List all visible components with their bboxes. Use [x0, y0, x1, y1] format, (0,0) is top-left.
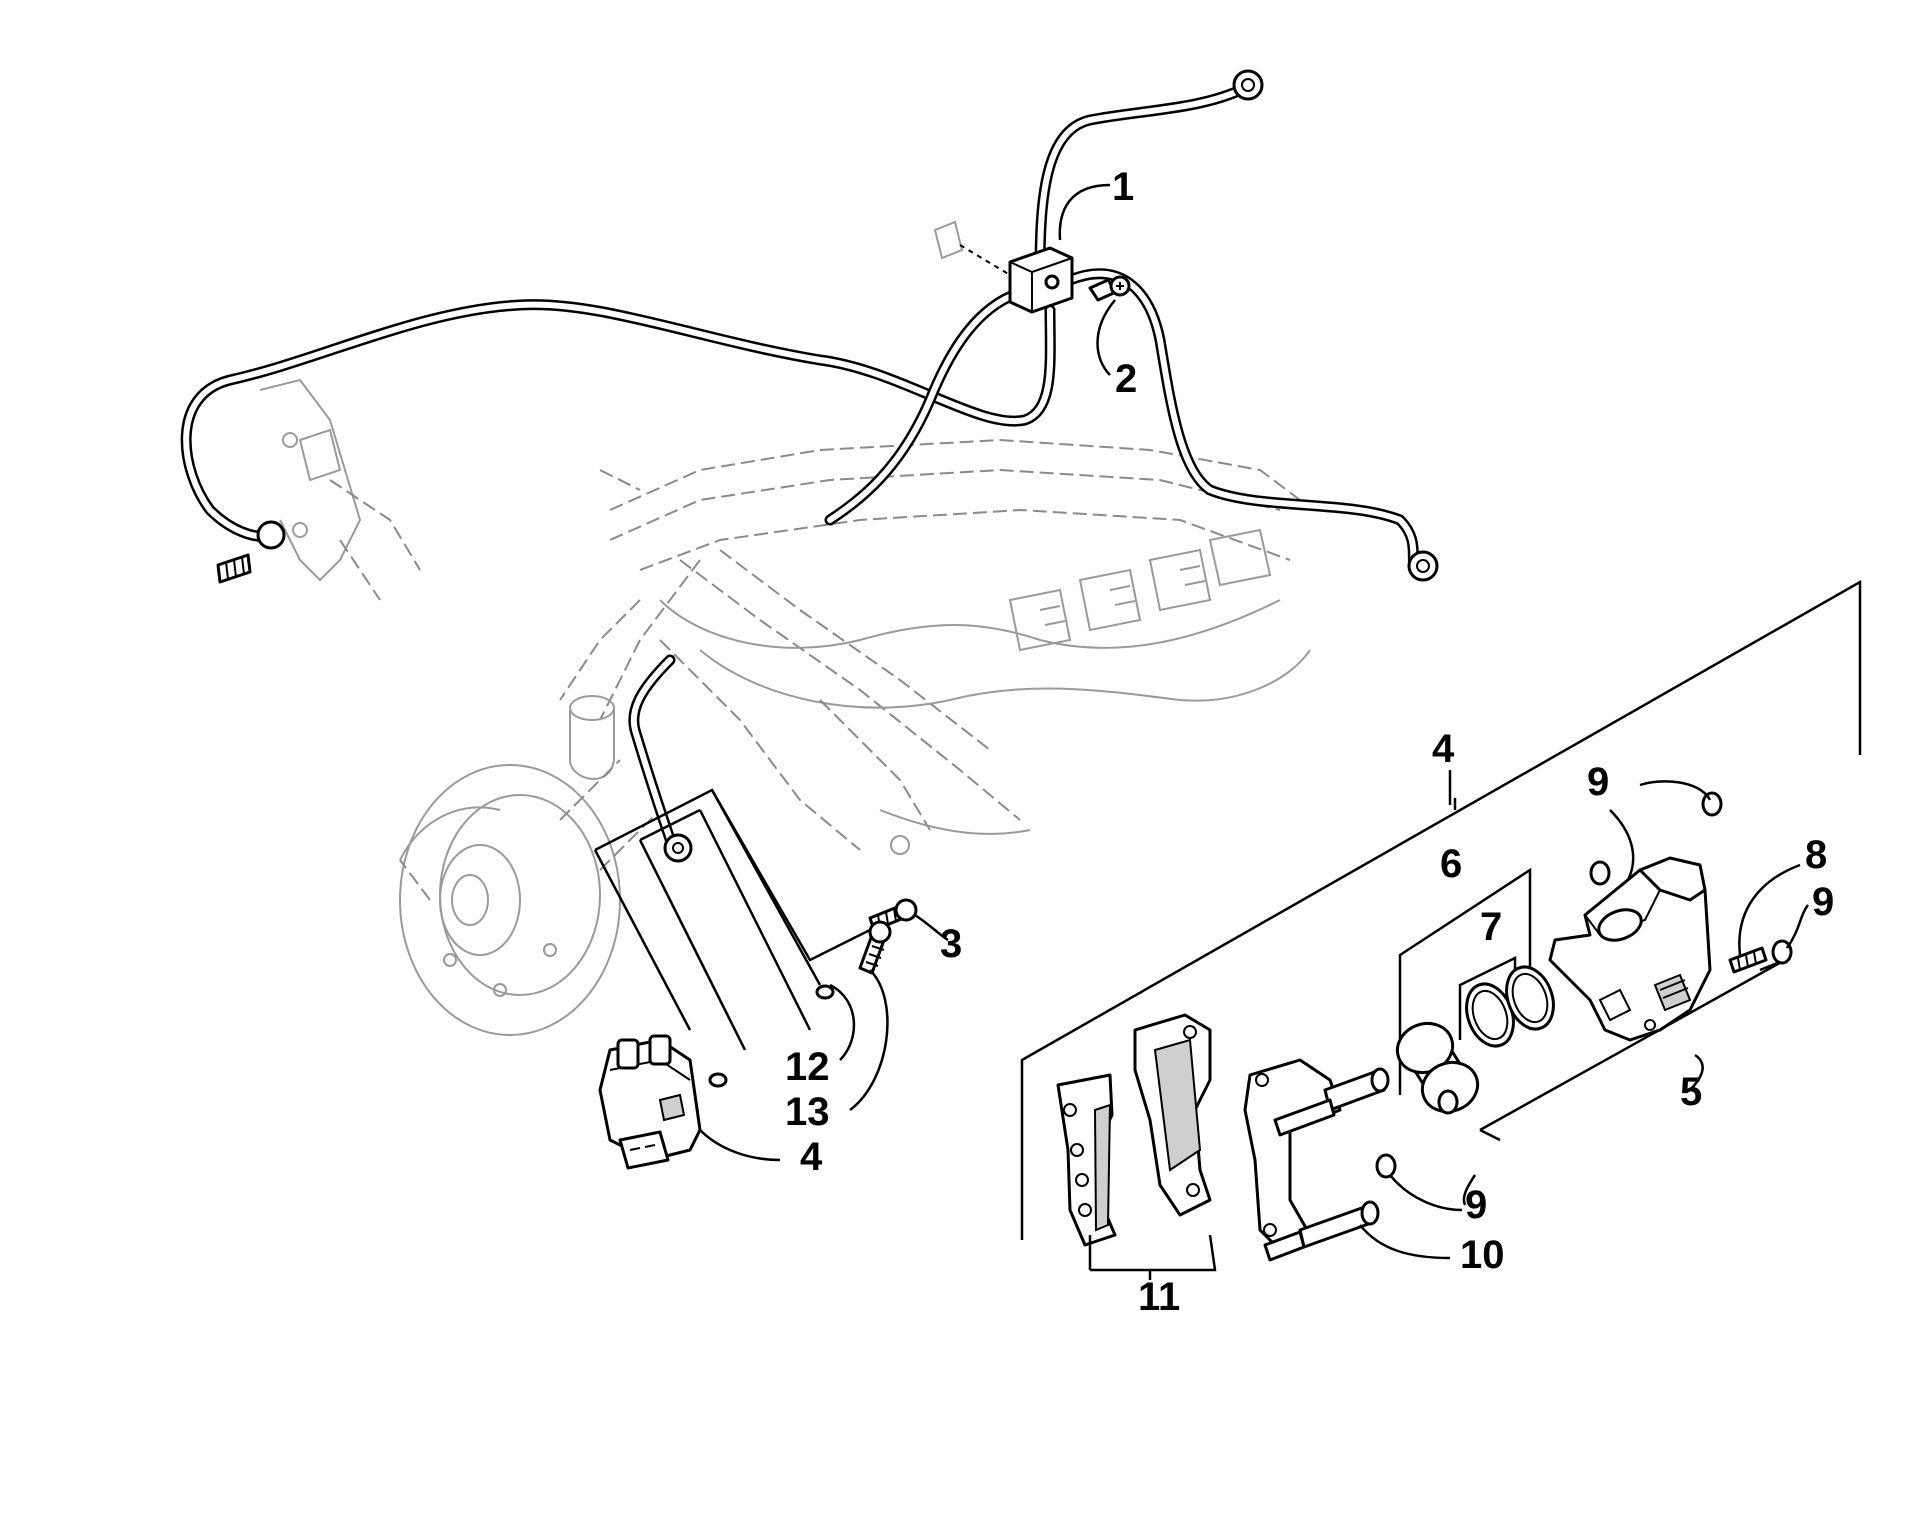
caliper-mounted[interactable] — [598, 1034, 702, 1170]
chassis-ghost — [559, 438, 1311, 855]
caliper-body-item-5[interactable] — [1548, 856, 1712, 1042]
washer-item-12[interactable] — [708, 984, 835, 1088]
bleeder-item-8[interactable] — [1728, 946, 1768, 974]
callout-9-bottom[interactable]: 9 — [1465, 1183, 1487, 1227]
exploded-caliper-group — [1020, 579, 1862, 1240]
brake-hose-assembly[interactable] — [180, 69, 1439, 863]
callout-9-right[interactable]: 9 — [1812, 880, 1834, 924]
callouts: 1 2 3 4 4 5 6 7 8 9 9 9 10 11 12 13 — [785, 165, 1834, 1319]
callout-8[interactable]: 8 — [1805, 833, 1827, 877]
wheel-hub-ghost — [399, 695, 661, 1036]
master-banjo-bolt[interactable] — [216, 553, 252, 584]
callout-1[interactable]: 1 — [1112, 165, 1134, 209]
callout-4-mounted[interactable]: 4 — [800, 1135, 823, 1179]
caliper-bracket[interactable] — [1243, 1058, 1390, 1262]
callout-7[interactable]: 7 — [1480, 905, 1502, 949]
callout-3[interactable]: 3 — [940, 922, 962, 966]
callout-4-exploded[interactable]: 4 — [1432, 727, 1455, 771]
callout-12[interactable]: 12 — [785, 1045, 830, 1089]
master-cylinder-ghost — [259, 378, 421, 601]
mount-bracket-lines — [593, 788, 871, 1051]
hose-clamp[interactable] — [933, 220, 1074, 314]
o-rings-item-9[interactable] — [1375, 791, 1793, 1179]
leader-lines — [699, 183, 1810, 1260]
callout-10[interactable]: 10 — [1460, 1233, 1505, 1277]
callout-11[interactable]: 11 — [1138, 1275, 1180, 1319]
seals-item-7[interactable] — [1458, 960, 1561, 1052]
piston-item-6[interactable] — [1390, 1016, 1484, 1119]
screw-item-2[interactable] — [1088, 275, 1131, 302]
callout-5[interactable]: 5 — [1680, 1070, 1702, 1114]
bolt-item-13[interactable] — [858, 920, 892, 975]
callout-9-top[interactable]: 9 — [1587, 760, 1609, 804]
callout-2[interactable]: 2 — [1115, 357, 1137, 401]
callout-13[interactable]: 13 — [785, 1090, 830, 1134]
callout-6[interactable]: 6 — [1440, 842, 1462, 886]
brake-pads-item-11[interactable] — [1056, 1013, 1217, 1280]
